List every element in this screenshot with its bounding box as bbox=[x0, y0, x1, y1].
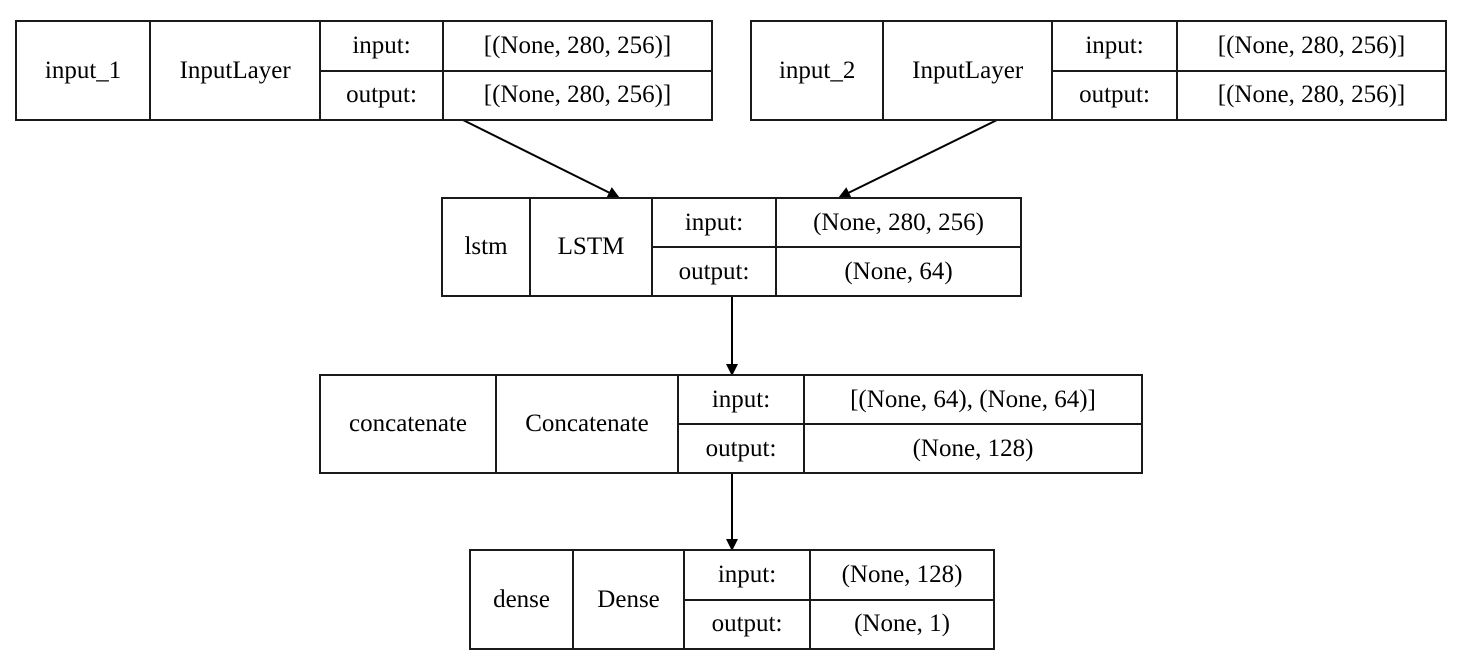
input-shape: [(None, 64), (None, 64)] bbox=[850, 385, 1096, 413]
node-input_1: input_1 InputLayer input: [(None, 280, 2… bbox=[15, 20, 713, 121]
output-label: output: bbox=[321, 71, 444, 119]
layer-class: LSTM bbox=[531, 199, 653, 295]
output-row: output: (None, 1) bbox=[685, 598, 993, 648]
input-label: input: bbox=[685, 551, 811, 599]
node-input_2: input_2 InputLayer input: [(None, 280, 2… bbox=[750, 20, 1447, 121]
layer-class: Dense bbox=[574, 551, 685, 648]
input-shape: (None, 128) bbox=[841, 560, 963, 588]
io-table: input: [(None, 64), (None, 64)] output: … bbox=[679, 376, 1141, 472]
output-row: output: (None, 128) bbox=[679, 423, 1141, 472]
input-label: input: bbox=[1053, 22, 1178, 70]
output-shape: (None, 1) bbox=[854, 610, 950, 638]
node-lstm: lstm LSTM input: (None, 280, 256) output… bbox=[441, 197, 1022, 297]
layer-name: input_1 bbox=[17, 22, 152, 119]
input-row: input: [(None, 280, 256)] bbox=[321, 22, 711, 70]
input-label: input: bbox=[653, 199, 777, 246]
output-row: output: [(None, 280, 256)] bbox=[1053, 69, 1445, 119]
io-table: input: [(None, 280, 256)] output: [(None… bbox=[1053, 22, 1445, 119]
output-shape: [(None, 280, 256)] bbox=[1217, 81, 1406, 109]
input-shape: [(None, 280, 256)] bbox=[1217, 31, 1406, 59]
output-shape: (None, 128) bbox=[912, 434, 1034, 462]
layer-name: dense bbox=[471, 551, 575, 648]
output-shape: [(None, 280, 256)] bbox=[483, 81, 672, 109]
layer-name: concatenate bbox=[321, 376, 498, 472]
node-concatenate: concatenate Concatenate input: [(None, 6… bbox=[319, 374, 1143, 474]
input-row: input: [(None, 280, 256)] bbox=[1053, 22, 1445, 70]
output-row: output: [(None, 280, 256)] bbox=[321, 69, 711, 119]
layer-class: InputLayer bbox=[884, 22, 1053, 119]
layer-name: lstm bbox=[443, 199, 531, 295]
io-table: input: (None, 280, 256) output: (None, 6… bbox=[653, 199, 1020, 295]
io-table: input: [(None, 280, 256)] output: [(None… bbox=[321, 22, 711, 119]
output-label: output: bbox=[679, 425, 805, 472]
input-shape: (None, 280, 256) bbox=[813, 208, 984, 236]
output-shape: (None, 64) bbox=[844, 257, 953, 285]
edge-input_2-to-lstm bbox=[838, 119, 998, 198]
input-label: input: bbox=[321, 22, 444, 70]
output-label: output: bbox=[653, 248, 777, 295]
output-label: output: bbox=[1053, 71, 1178, 119]
io-table: input: (None, 128) output: (None, 1) bbox=[685, 551, 993, 648]
layer-name: input_2 bbox=[752, 22, 885, 119]
layer-class: InputLayer bbox=[151, 22, 321, 119]
input-label: input: bbox=[679, 376, 805, 423]
output-label: output: bbox=[685, 600, 811, 648]
node-dense: dense Dense input: (None, 128) output: (… bbox=[469, 549, 995, 650]
input-row: input: (None, 280, 256) bbox=[653, 199, 1020, 246]
input-row: input: [(None, 64), (None, 64)] bbox=[679, 376, 1141, 423]
edge-input_1-to-lstm bbox=[462, 119, 620, 198]
input-row: input: (None, 128) bbox=[685, 551, 993, 599]
output-row: output: (None, 64) bbox=[653, 246, 1020, 295]
input-shape: [(None, 280, 256)] bbox=[483, 31, 672, 59]
layer-class: Concatenate bbox=[497, 376, 679, 472]
